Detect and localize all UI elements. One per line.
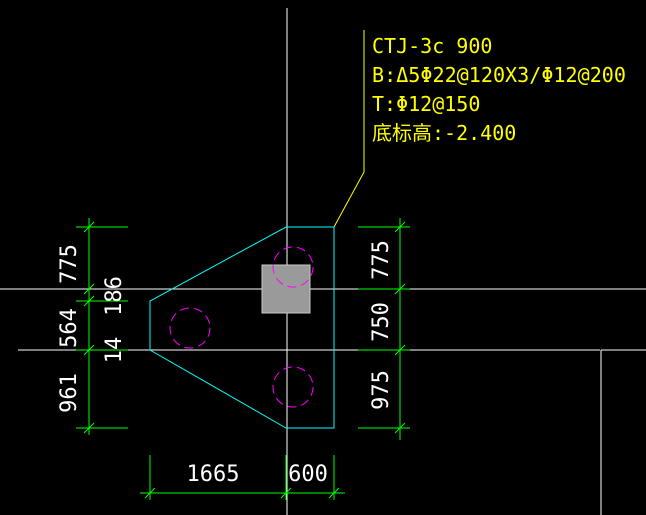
annotation-line-1[interactable]: CTJ-3c 900: [372, 34, 492, 58]
tick-right-1: [394, 221, 406, 233]
annotation-block: CTJ-3c 900 B:Δ5Φ22@120X3/Φ12@200 T:Φ12@1…: [372, 34, 626, 145]
tick-right-2: [394, 283, 406, 295]
pile-bottom[interactable]: [272, 366, 314, 408]
tick-right-3: [394, 344, 406, 356]
tick-left-4: [83, 422, 95, 434]
dim-inner-bottom: 14: [102, 337, 127, 364]
dimension-texts: 775 564 961 186 14 775 750 975 1665 600: [57, 240, 394, 487]
tick-bottom-1: [144, 487, 156, 499]
dim-right-bottom: 975: [369, 370, 394, 410]
leader-line: [333, 30, 365, 228]
tick-left-5: [83, 283, 95, 295]
dim-inner-top: 186: [102, 276, 127, 316]
pile-cap-outline[interactable]: [149, 226, 335, 429]
tick-right-4: [394, 422, 406, 434]
dim-left-top: 775: [57, 244, 82, 284]
piles: [169, 246, 314, 408]
dim-right-mid: 750: [369, 302, 394, 342]
tick-left-2: [83, 295, 95, 307]
annotation-line-4[interactable]: 底标高:-2.400: [372, 121, 516, 145]
tick-left-3: [83, 344, 95, 356]
dim-left-mid: 564: [57, 308, 82, 348]
tick-left-1: [83, 221, 95, 233]
dimension-lines: [76, 218, 410, 500]
dim-right-top: 775: [369, 240, 394, 280]
column[interactable]: [261, 264, 311, 314]
annotation-line-3[interactable]: T:Φ12@150: [372, 92, 480, 116]
pile-top[interactable]: [272, 246, 314, 288]
annotation-line-2[interactable]: B:Δ5Φ22@120X3/Φ12@200: [372, 63, 626, 87]
pile-left[interactable]: [169, 307, 211, 349]
dim-left-bottom: 961: [57, 373, 82, 413]
tick-bottom-2: [280, 487, 292, 499]
dim-bottom-right: 600: [288, 462, 328, 487]
dim-bottom-left: 1665: [187, 462, 240, 487]
tick-bottom-3: [328, 487, 340, 499]
